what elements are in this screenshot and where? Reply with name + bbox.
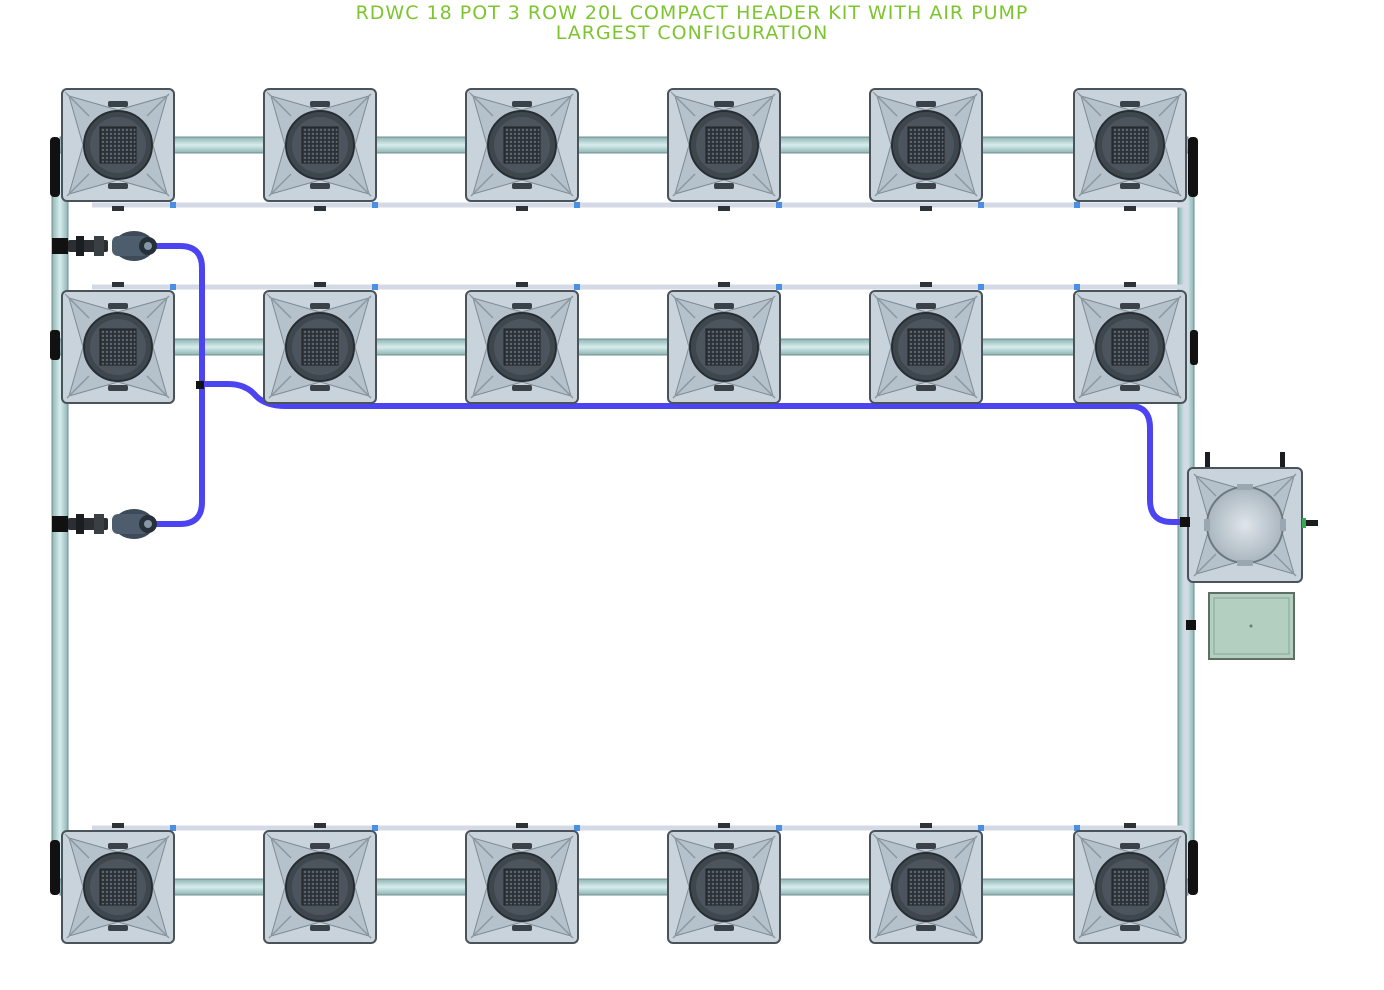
pot-r2-c2: [263, 290, 377, 404]
pot-r3-c3: [465, 830, 579, 944]
pipe-elbows: [50, 137, 1198, 895]
air-line-main: [199, 381, 1191, 525]
pot-r2-c4: [667, 290, 781, 404]
pot-r3-c6: [1073, 830, 1187, 944]
row-2-pipe: [59, 338, 1189, 356]
pot-r3-c5: [869, 830, 983, 944]
pot-r2-c3: [465, 290, 579, 404]
pot-r1-c2: [263, 88, 377, 202]
pot-r3-c2: [263, 830, 377, 944]
water-pump-upper: [52, 231, 157, 261]
pot-r1-c4: [667, 88, 781, 202]
left-vertical-pipe: [51, 144, 69, 886]
row-1-pipe: [59, 136, 1189, 154]
pot-r1-c6: [1073, 88, 1187, 202]
blue-connectors: [170, 202, 1080, 831]
pot-r2-c1: [61, 290, 175, 404]
pot-tabs: [112, 206, 1136, 828]
pot-r1-c1: [61, 88, 175, 202]
pot-r2-c5: [869, 290, 983, 404]
pot-r3-c4: [667, 830, 781, 944]
row-3-pipe: [59, 878, 1189, 896]
title-line-2: LARGEST CONFIGURATION: [555, 22, 829, 44]
return-lines: [92, 200, 1189, 831]
pot-r1-c5: [869, 88, 983, 202]
title-line-1: RDWC 18 POT 3 ROW 20L COMPACT HEADER KIT…: [355, 2, 1029, 24]
pot-r3-c1: [61, 830, 175, 944]
pot-r2-c6: [1073, 290, 1187, 404]
water-pump-lower: [52, 509, 157, 539]
pot-r1-c3: [465, 88, 579, 202]
header-tank: [1180, 452, 1318, 583]
air-pump: [1208, 592, 1295, 660]
